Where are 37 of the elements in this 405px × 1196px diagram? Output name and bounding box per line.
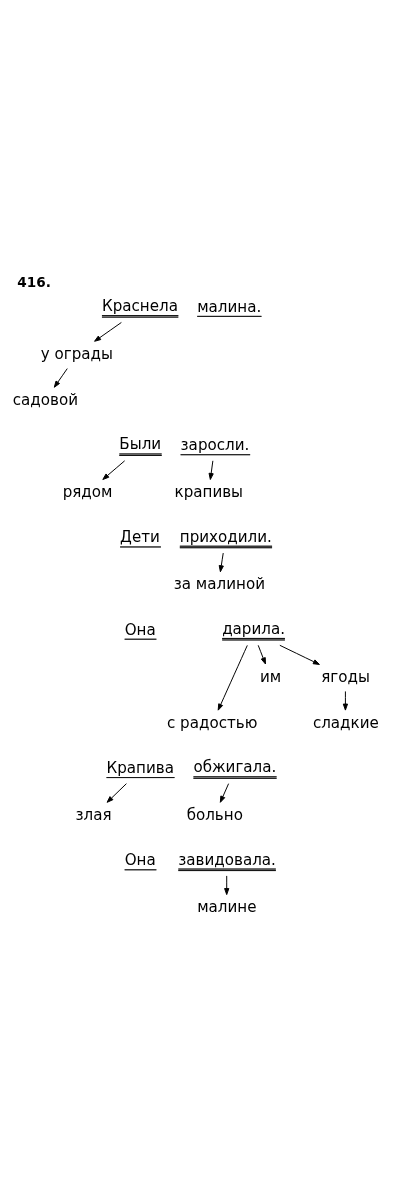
node-text: садовой <box>12 390 78 409</box>
node-text: больно <box>186 805 243 824</box>
node-label: приходили. <box>179 527 272 546</box>
diagram-title: 416. <box>17 274 51 291</box>
arrow <box>342 690 348 711</box>
node-label: Дети <box>120 528 160 547</box>
node-label: завидовала. <box>178 850 276 869</box>
node-text: крапивы <box>174 483 244 502</box>
arrow <box>219 783 230 803</box>
arrow <box>279 644 320 665</box>
node-text: ягоды <box>321 667 370 686</box>
arrow <box>94 322 122 342</box>
arrow <box>106 783 127 803</box>
node-label: Крапива <box>106 759 174 778</box>
node-label: Она <box>124 851 156 870</box>
arrow <box>102 460 126 480</box>
arrow <box>224 875 230 896</box>
node-label: Краснела <box>101 297 178 316</box>
node-label: малина. <box>197 297 262 316</box>
node-text: рядом <box>62 483 113 502</box>
node-label: дарила. <box>222 619 286 638</box>
node-text: сладкие <box>312 713 379 732</box>
arrow <box>257 644 266 665</box>
arrow <box>53 368 68 388</box>
node-label: обжигала. <box>193 758 277 777</box>
node-text: за малиной <box>173 575 265 594</box>
arrow <box>218 552 224 573</box>
arrow <box>208 460 214 480</box>
arrow <box>217 644 248 711</box>
node-label: Были <box>119 435 162 454</box>
node-text: с радостью <box>166 713 258 732</box>
node-text: у ограды <box>40 344 113 363</box>
node-label: Она <box>124 620 156 639</box>
node-text: им <box>259 667 282 686</box>
node-text: злая <box>75 805 112 824</box>
node-label: заросли. <box>180 436 250 455</box>
node-text: малине <box>197 898 257 917</box>
